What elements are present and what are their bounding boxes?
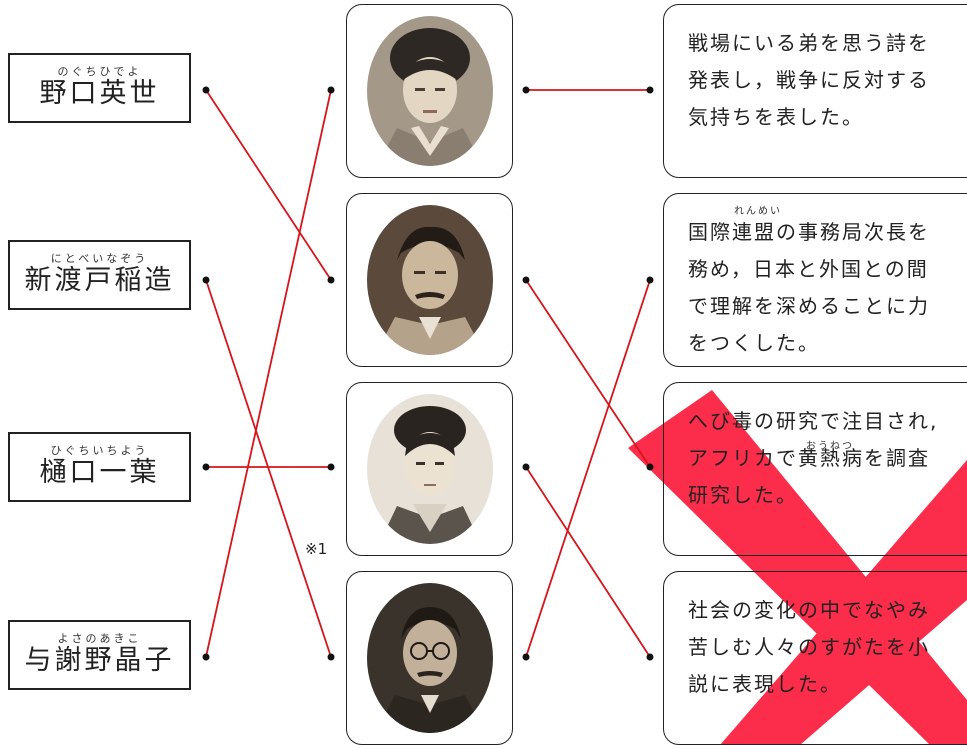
name-ruby: のぐちひでよ [57, 65, 142, 78]
name-ruby: よさのあきこ [57, 632, 142, 645]
description-text: へび毒の研究で注目され, アフリカで黄熱病を調査 研究した。 [688, 409, 939, 507]
name-card-yosano: よさのあきこ 与謝野晶子 [8, 620, 191, 690]
name-label: 樋口一葉 [39, 457, 160, 488]
description-card-4: 社会の変化の中でなやみ 苦しむ人々のすがたを小 説に表現した。 [663, 571, 967, 745]
portrait-man-glasses-icon [366, 583, 493, 733]
name-label: 新渡戸稲造 [24, 265, 175, 296]
description-ruby: れんめい [734, 206, 782, 217]
name-card-higuchi: ひぐちいちよう 樋口一葉 [8, 432, 191, 502]
name-ruby: ひぐちいちよう [50, 444, 149, 457]
description-text: 国際連盟の事務局次長を 務め，日本と外国との間 で理解を深めることに力 をつくし… [688, 220, 930, 355]
photo-card-1 [346, 4, 513, 178]
description-ruby: おうねつ [806, 441, 854, 452]
portrait-young-woman-icon [366, 394, 493, 544]
name-label: 野口英世 [39, 78, 160, 109]
name-ruby: にとべいなぞう [50, 252, 149, 265]
description-card-3: おうねつ へび毒の研究で注目され, アフリカで黄熱病を調査 研究した。 [663, 382, 967, 556]
footnote-marker: ※1 [305, 540, 328, 558]
name-label: 与謝野晶子 [24, 645, 175, 676]
name-card-nitobe: にとべいなぞう 新渡戸稲造 [8, 240, 191, 310]
name-card-noguchi: のぐちひでよ 野口英世 [8, 53, 191, 123]
photo-card-2 [346, 193, 513, 367]
description-text: 戦場にいる弟を思う詩を 発表し，戦争に反対する 気持ちを表した。 [688, 31, 930, 129]
portrait-man-mustache-icon [366, 205, 493, 355]
photo-card-3 [346, 382, 513, 556]
description-text: 社会の変化の中でなやみ 苦しむ人々のすがたを小 説に表現した。 [688, 598, 930, 696]
photo-card-4 [346, 571, 513, 745]
description-card-1: 戦場にいる弟を思う詩を 発表し，戦争に反対する 気持ちを表した。 [663, 4, 967, 178]
description-card-2: れんめい 国際連盟の事務局次長を 務め，日本と外国との間 で理解を深めることに力… [663, 193, 967, 367]
portrait-woman-kimono-icon [366, 16, 493, 166]
